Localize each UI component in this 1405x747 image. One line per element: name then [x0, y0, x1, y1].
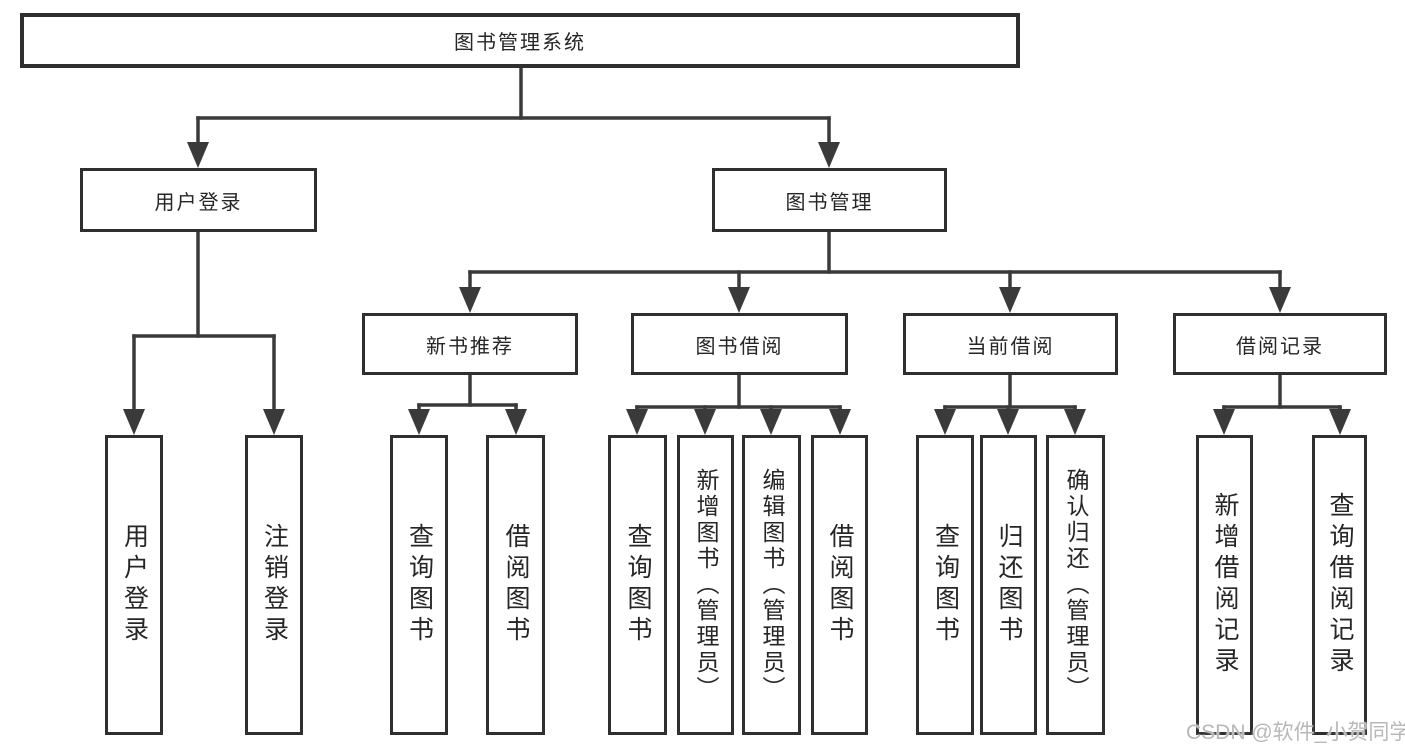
node-query-books-recommend: 查询图书 [390, 435, 448, 735]
arrowhead-icon [1213, 409, 1235, 435]
arrowhead-icon [760, 409, 782, 435]
node-label: 注销登录 [260, 523, 289, 647]
node-label: 图书管理系统 [454, 32, 586, 54]
node-label: 用户登录 [120, 523, 149, 647]
node-label: 借阅图书 [826, 523, 854, 647]
node-label: 借阅记录 [1236, 335, 1324, 358]
node-label: 当前借阅 [966, 335, 1055, 358]
node-label: 查询图书 [405, 523, 434, 647]
node-label: 图书借阅 [695, 335, 784, 358]
arrowhead-icon [1064, 409, 1086, 435]
node-label: 查询图书 [624, 523, 652, 647]
node-book-borrowing: 图书借阅 [631, 313, 848, 375]
node-book-management: 图书管理 [712, 168, 947, 232]
node-root: 图书管理系统 [20, 13, 1020, 68]
node-label: 编辑图书（管理员） [759, 468, 785, 702]
node-current-borrowing: 当前借阅 [903, 313, 1118, 375]
arrowhead-icon [829, 409, 851, 435]
arrowhead-icon [694, 409, 716, 435]
node-logout-leaf: 注销登录 [245, 435, 303, 735]
arrowhead-icon [818, 142, 840, 168]
node-return-books: 归还图书 [980, 435, 1037, 735]
arrowhead-icon [626, 409, 648, 435]
node-borrow-books-borrowing: 借阅图书 [811, 435, 868, 735]
arrowhead-icon [123, 409, 145, 435]
arrowhead-icon [1329, 409, 1351, 435]
node-label: 新书推荐 [426, 335, 514, 358]
arrowhead-icon [1269, 287, 1291, 313]
arrowhead-icon [459, 287, 481, 313]
node-confirm-return-admin: 确认归还（管理员） [1046, 435, 1105, 735]
watermark: CSDN @软件_小贺同学 [1186, 721, 1405, 744]
node-query-books-current: 查询图书 [916, 435, 974, 735]
node-add-borrow-record: 新增借阅记录 [1196, 435, 1253, 735]
node-label: 用户登录 [154, 191, 243, 214]
node-label: 新增借阅记录 [1211, 492, 1239, 678]
node-edit-books-admin: 编辑图书（管理员） [742, 435, 801, 735]
node-label: 查询图书 [931, 523, 960, 647]
node-borrow-books-recommend: 借阅图书 [486, 435, 545, 735]
node-user-login-leaf: 用户登录 [105, 435, 163, 735]
arrowhead-icon [505, 409, 527, 435]
arrowhead-icon [728, 287, 750, 313]
node-query-books-borrowing: 查询图书 [608, 435, 667, 735]
node-label: 查询借阅记录 [1326, 492, 1354, 678]
node-query-borrow-record: 查询借阅记录 [1312, 435, 1367, 735]
arrowhead-icon [263, 409, 285, 435]
node-label: 图书管理 [785, 191, 874, 214]
node-add-books-admin: 新增图书（管理员） [677, 435, 734, 735]
node-label: 借阅图书 [502, 523, 530, 647]
arrowhead-icon [999, 287, 1021, 313]
node-label: 新增图书（管理员） [693, 468, 719, 702]
node-user-login-branch: 用户登录 [80, 168, 317, 232]
node-new-book-recommend: 新书推荐 [362, 313, 578, 375]
node-borrowing-records: 借阅记录 [1173, 313, 1387, 375]
node-label: 确认归还（管理员） [1063, 468, 1089, 702]
arrowhead-icon [187, 142, 209, 168]
arrowhead-icon [934, 409, 956, 435]
node-label: 归还图书 [995, 523, 1023, 647]
arrowhead-icon [408, 409, 430, 435]
arrowhead-icon [997, 409, 1019, 435]
